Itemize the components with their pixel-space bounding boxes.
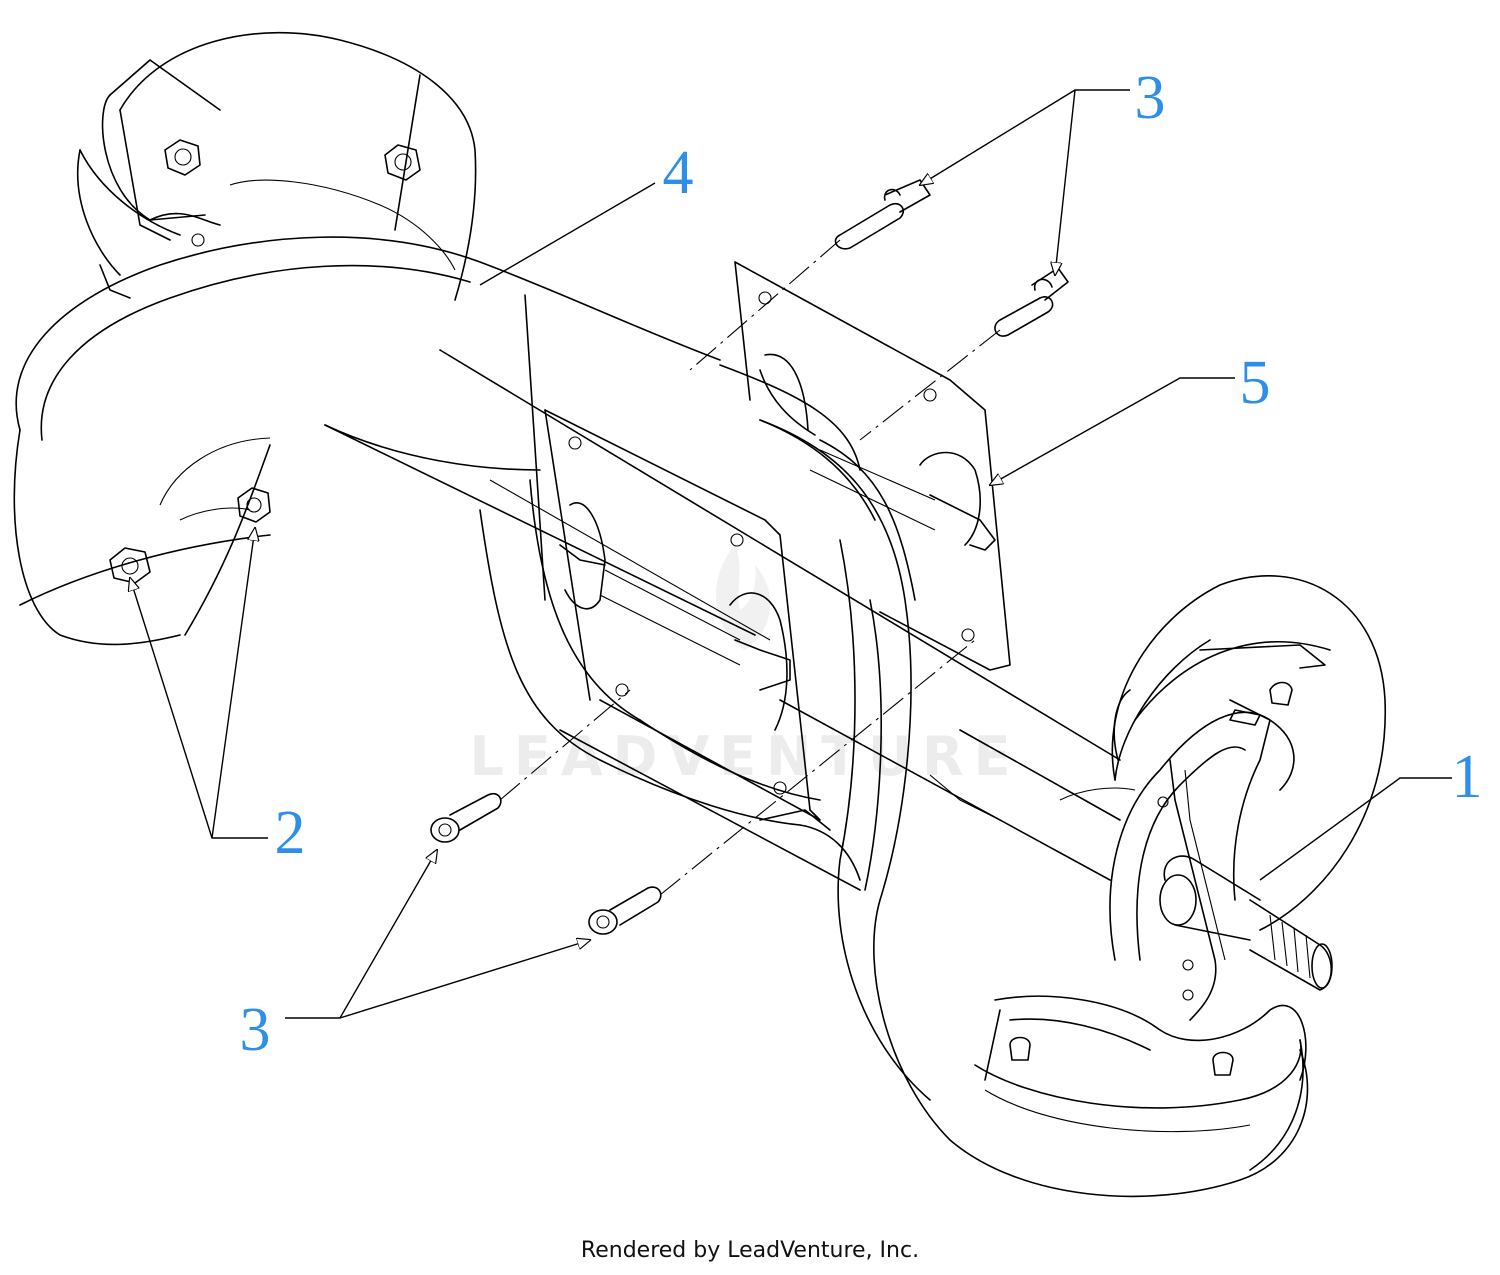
callout-3-bottom: 3: [240, 996, 271, 1064]
watermark-flame-icon: [715, 545, 771, 650]
callout-2: 2: [275, 799, 306, 867]
leader-lines: [130, 89, 1452, 1019]
hex-nut-icon: [237, 487, 271, 523]
hex-bolt-icon: [384, 144, 421, 181]
auger-end-assembly: [974, 575, 1386, 1171]
hex-bolt-icon: [164, 139, 201, 176]
callout-5: 5: [1240, 349, 1271, 417]
mounting-plate-lower: [544, 409, 821, 821]
watermark: LEADVENTURE: [470, 545, 1021, 788]
flange-bolt-upper-right: [994, 267, 1069, 337]
flange-bolt-upper-left: [834, 179, 931, 250]
auger-flight: [13, 31, 1309, 1198]
flange-bolt-lower-left: [430, 792, 502, 843]
callout-4: 4: [663, 139, 694, 207]
hex-nut-icon: [109, 547, 151, 584]
watermark-text: LEADVENTURE: [470, 725, 1021, 788]
mounting-plate-upper: [734, 261, 1011, 671]
flange-bolt-lower-right: [588, 886, 662, 935]
auger-tube: [324, 349, 1136, 891]
callout-1: 1: [1452, 743, 1483, 811]
footer-credit: Rendered by LeadVenture, Inc.: [580, 1238, 920, 1263]
callout-3-top: 3: [1135, 64, 1166, 132]
alignment-centerlines: [499, 239, 1001, 896]
